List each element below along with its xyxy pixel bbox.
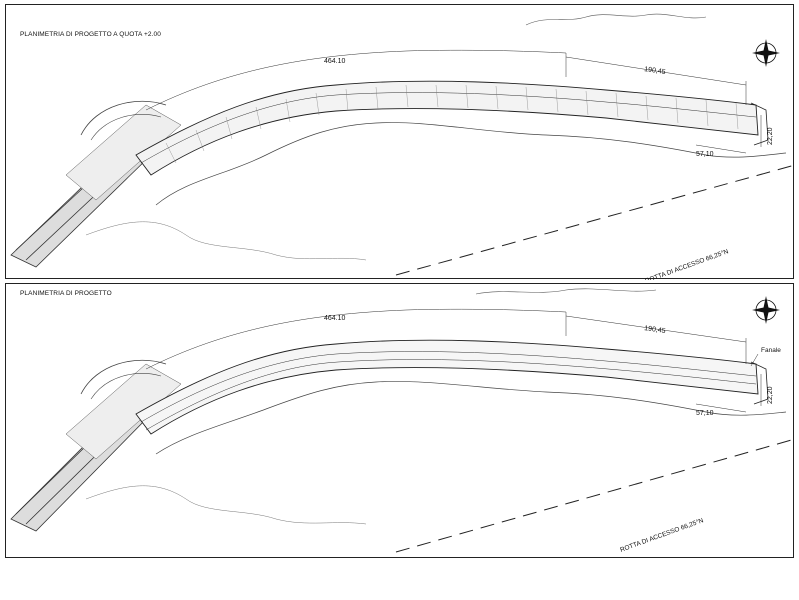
plan-drawing-bottom: ROTTA DI ACCESSO 66,25°N 464.10 190,45 5… (10, 288, 795, 554)
dimension-line-right (565, 56, 747, 86)
dimension-bottom: 57,10 (696, 410, 714, 417)
breakwater-crest-line (145, 359, 757, 431)
crest-grid (165, 84, 739, 164)
plan-panel-bottom: PLANIMETRIA DI PROGETTO ROTTA DI ACCESSO… (5, 283, 795, 558)
dimension-right: 190,45 (644, 66, 666, 76)
dimension-line-bottom (695, 403, 747, 413)
compass-rose-icon (752, 296, 780, 324)
plan-drawing-top: ROTTA DI ACCESSO 66,25°N (10, 13, 795, 280)
plan-panel-top: PLANIMETRIA DI PROGETTO A QUOTA +2.00 RO… (5, 4, 795, 280)
panel-title: PLANIMETRIA DI PROGETTO (20, 290, 112, 297)
breakwater-body (135, 80, 759, 176)
dimension-line-length (145, 49, 567, 111)
breakwater-crest-line (140, 351, 757, 423)
breakwater-body (135, 339, 759, 435)
compass-rose-icon (752, 39, 780, 67)
armour-arc (90, 114, 162, 141)
armour-arc (90, 373, 162, 400)
lamp-leader (750, 353, 759, 367)
dimension-length: 464.10 (324, 58, 346, 65)
panel-title: PLANIMETRIA DI PROGETTO A QUOTA +2.00 (20, 31, 161, 38)
route-line (395, 438, 795, 553)
dimension-line-bottom (695, 144, 747, 154)
armour-arc (80, 100, 167, 136)
shoreline (155, 381, 787, 455)
shoreline (155, 122, 787, 206)
rubble-zone (65, 104, 182, 201)
dimension-line-right (565, 315, 747, 343)
dimension-width: 22,20 (767, 127, 774, 145)
bathymetry-line (85, 485, 367, 525)
dimension-right: 190,45 (644, 325, 666, 335)
armour-arc (80, 359, 167, 395)
coastline (475, 288, 657, 295)
dimension-width: 22,20 (767, 386, 774, 404)
route-label: ROTTA DI ACCESSO 66,25°N (644, 247, 730, 280)
route-line (395, 164, 795, 276)
rubble-zone (65, 363, 182, 460)
route-label: ROTTA DI ACCESSO 66,25°N (619, 516, 705, 554)
dimension-bottom: 57,10 (696, 151, 714, 158)
bathymetry-line (85, 221, 367, 261)
coastline (525, 13, 707, 26)
dimension-length: 464.10 (324, 315, 346, 322)
dimension-line-length (145, 308, 567, 370)
lamp-label: Fanale (761, 347, 781, 354)
